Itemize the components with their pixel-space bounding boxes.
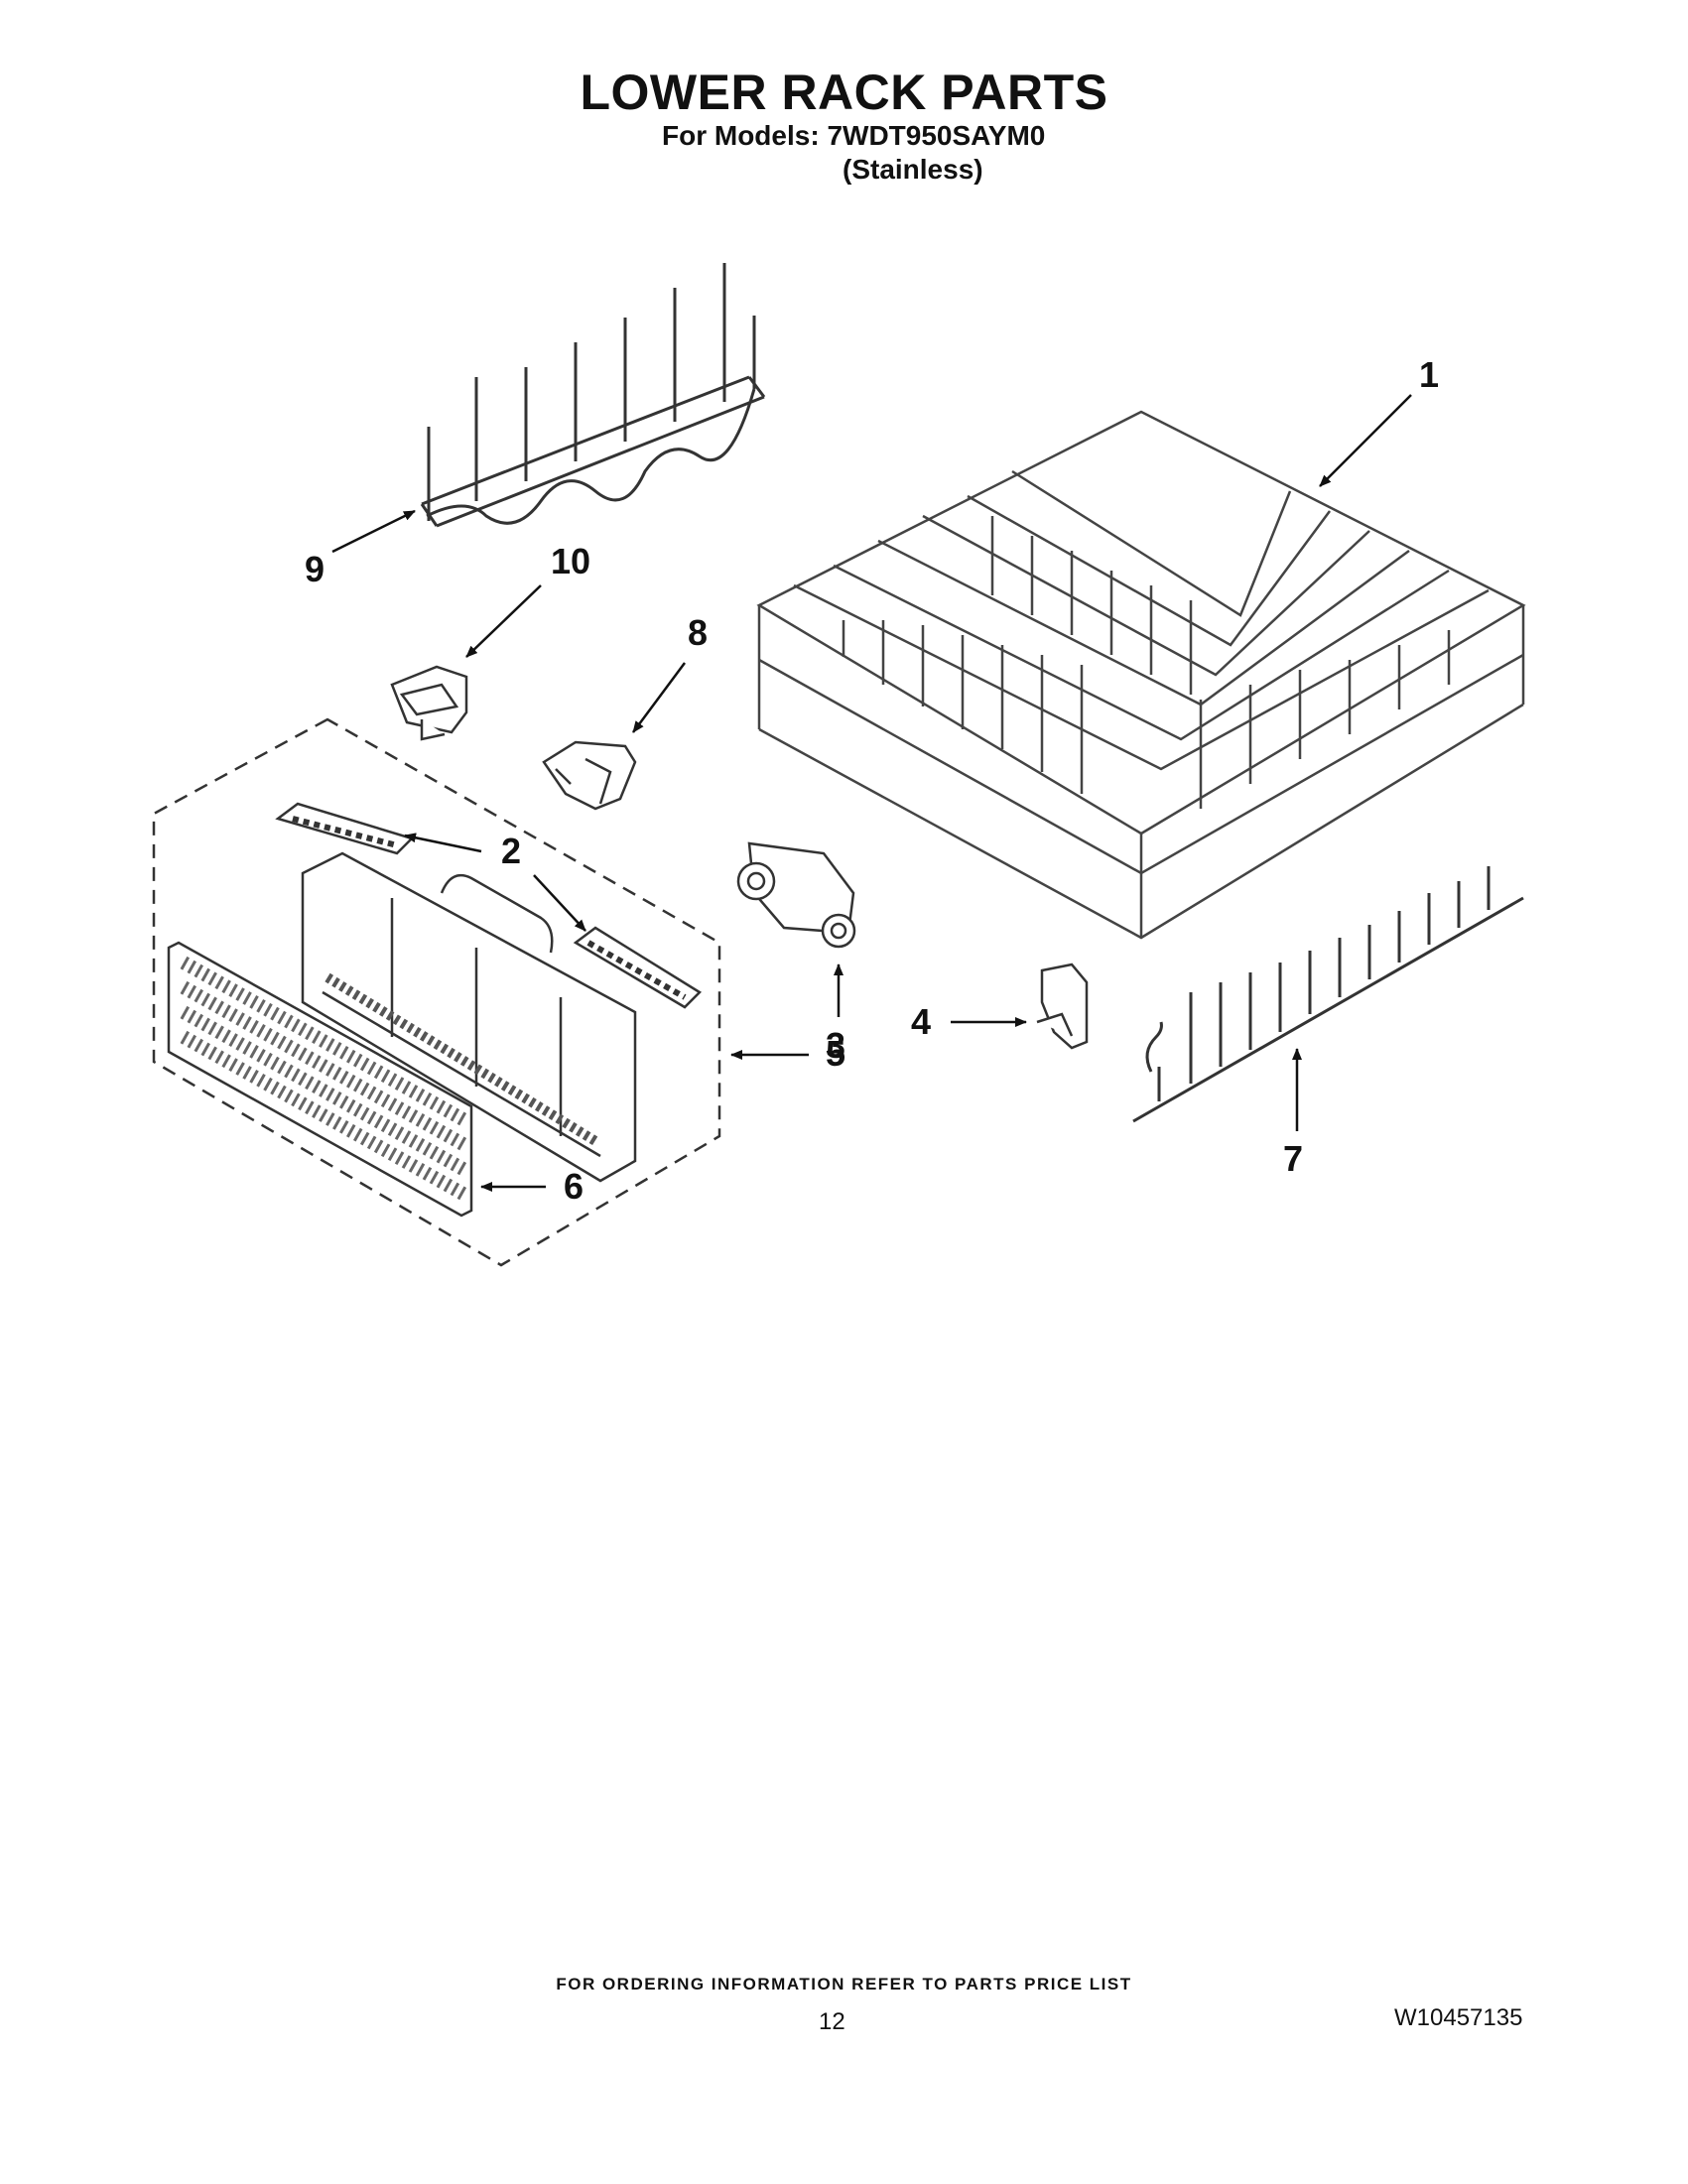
- callout-3: 3: [826, 1025, 845, 1066]
- part-1-lower-rack: [756, 410, 1526, 940]
- page-title: LOWER RACK PARTS: [580, 64, 1108, 120]
- leader-arrow-2a: [404, 833, 482, 853]
- part-8-clip: [542, 740, 637, 811]
- leader-arrow-1: [1319, 394, 1412, 487]
- callout-5: 5: [826, 1033, 845, 1074]
- part-6-basket-cover: [167, 941, 473, 1218]
- part-2-basket-lid-upper: [275, 802, 415, 855]
- callout-6: 6: [564, 1166, 584, 1207]
- part-10-clip: [390, 665, 468, 741]
- part-4-clip: [1036, 963, 1089, 1050]
- part-9-stemware-rack: [420, 263, 766, 528]
- leader-arrow-9: [331, 509, 416, 554]
- callout-10: 10: [551, 541, 590, 581]
- part-7-tine-row: [1132, 866, 1524, 1123]
- leader-arrow-10: [465, 584, 542, 658]
- model-info: For Models: 7WDT950SAYM0(Stainless): [662, 119, 1045, 187]
- ordering-info-note: FOR ORDERING INFORMATION REFER TO PARTS …: [556, 1975, 1132, 1993]
- callout-4: 4: [911, 1001, 931, 1042]
- basket-body: [301, 851, 637, 1183]
- page-number: 12: [819, 2008, 845, 2035]
- document-number: W10457135: [1394, 2004, 1523, 2031]
- callout-7: 7: [1283, 1138, 1303, 1179]
- leader-arrow-8: [631, 662, 687, 733]
- leader-arrow-2b: [533, 874, 586, 932]
- part-5-silverware-basket: [152, 717, 721, 1267]
- assembly-outline: [152, 717, 721, 1267]
- part-2-basket-lid-lower: [573, 926, 702, 1009]
- callout-9: 9: [305, 549, 325, 589]
- part-3-wheel-assembly: [736, 841, 856, 949]
- callout-8: 8: [688, 612, 708, 653]
- leader-arrows: [331, 394, 1412, 1192]
- models-label: For Models: 7WDT950SAYM0: [662, 120, 1046, 151]
- callout-1: 1: [1419, 354, 1439, 395]
- callout-2a: 2: [501, 831, 521, 871]
- finish-variant: (Stainless): [843, 154, 983, 185]
